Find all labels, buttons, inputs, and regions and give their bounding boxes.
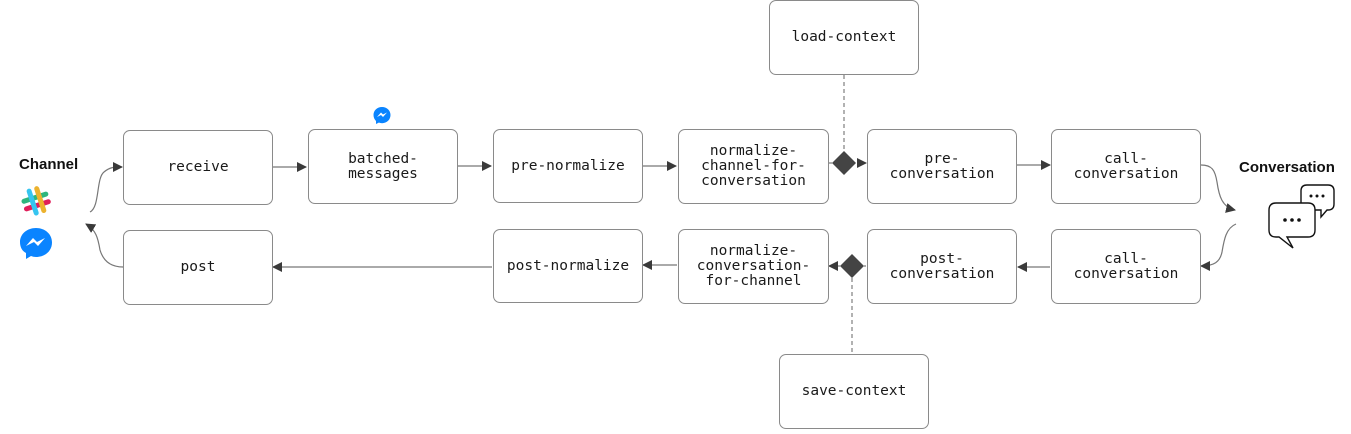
post-to-channel-connector — [85, 223, 124, 268]
node-post-normalize[interactable]: post-normalize — [493, 229, 643, 303]
node-label: conversation — [889, 165, 995, 182]
node-label: conversation — [1073, 265, 1179, 282]
node-label: conversation — [701, 172, 806, 189]
node-normalize-channel-for-conversation[interactable]: normalize- channel-for- conversation — [678, 129, 829, 204]
save-context-diamond — [840, 254, 864, 278]
node-label: load-context — [791, 29, 897, 46]
call-to-conversation-connector — [1200, 164, 1236, 213]
node-label: normalize- — [709, 143, 798, 160]
node-call-conversation-top[interactable]: call- conversation — [1051, 129, 1201, 204]
load-context-diamond — [832, 151, 856, 175]
node-label: save-context — [801, 383, 907, 400]
slack-icon — [21, 186, 51, 216]
node-label: post — [180, 259, 216, 276]
chat-bubbles-icon — [1268, 184, 1335, 249]
messenger-icon — [20, 228, 52, 259]
node-label: receive — [167, 159, 229, 176]
node-label: pre- — [924, 150, 960, 167]
node-call-conversation-bottom[interactable]: call- conversation — [1051, 229, 1201, 304]
node-label: conversation — [889, 265, 995, 282]
node-post-conversation[interactable]: post- conversation — [867, 229, 1017, 304]
node-save-context[interactable]: save-context — [779, 354, 929, 429]
node-label: post-normalize — [506, 257, 630, 274]
batched-messenger-badge-icon — [373, 107, 391, 124]
node-normalize-conversation-for-channel[interactable]: normalize- conversation- for-channel — [678, 229, 829, 304]
node-label: pre-normalize — [511, 157, 625, 174]
node-post[interactable]: post — [123, 230, 273, 305]
node-label: channel-for- — [701, 158, 806, 175]
node-pre-normalize[interactable]: pre-normalize — [493, 129, 643, 203]
node-label: messages — [348, 165, 418, 182]
node-label: normalize- — [709, 243, 798, 260]
node-label: conversation — [1073, 165, 1179, 182]
channel-to-receive-connector — [89, 162, 123, 213]
node-label: call- — [1104, 150, 1148, 167]
node-load-context[interactable]: load-context — [769, 0, 919, 75]
node-label: post- — [920, 250, 964, 267]
node-label: batched- — [348, 150, 418, 167]
node-label: for-channel — [705, 272, 802, 289]
node-batched-messages[interactable]: batched- messages — [308, 129, 458, 204]
node-receive[interactable]: receive — [123, 130, 273, 205]
conversation-to-call-connector — [1200, 223, 1237, 271]
node-label: conversation- — [696, 258, 811, 275]
conversation-label: Conversation — [1239, 159, 1335, 176]
node-label: call- — [1104, 250, 1148, 267]
channel-label: Channel — [19, 156, 79, 173]
node-pre-conversation[interactable]: pre- conversation — [867, 129, 1017, 204]
